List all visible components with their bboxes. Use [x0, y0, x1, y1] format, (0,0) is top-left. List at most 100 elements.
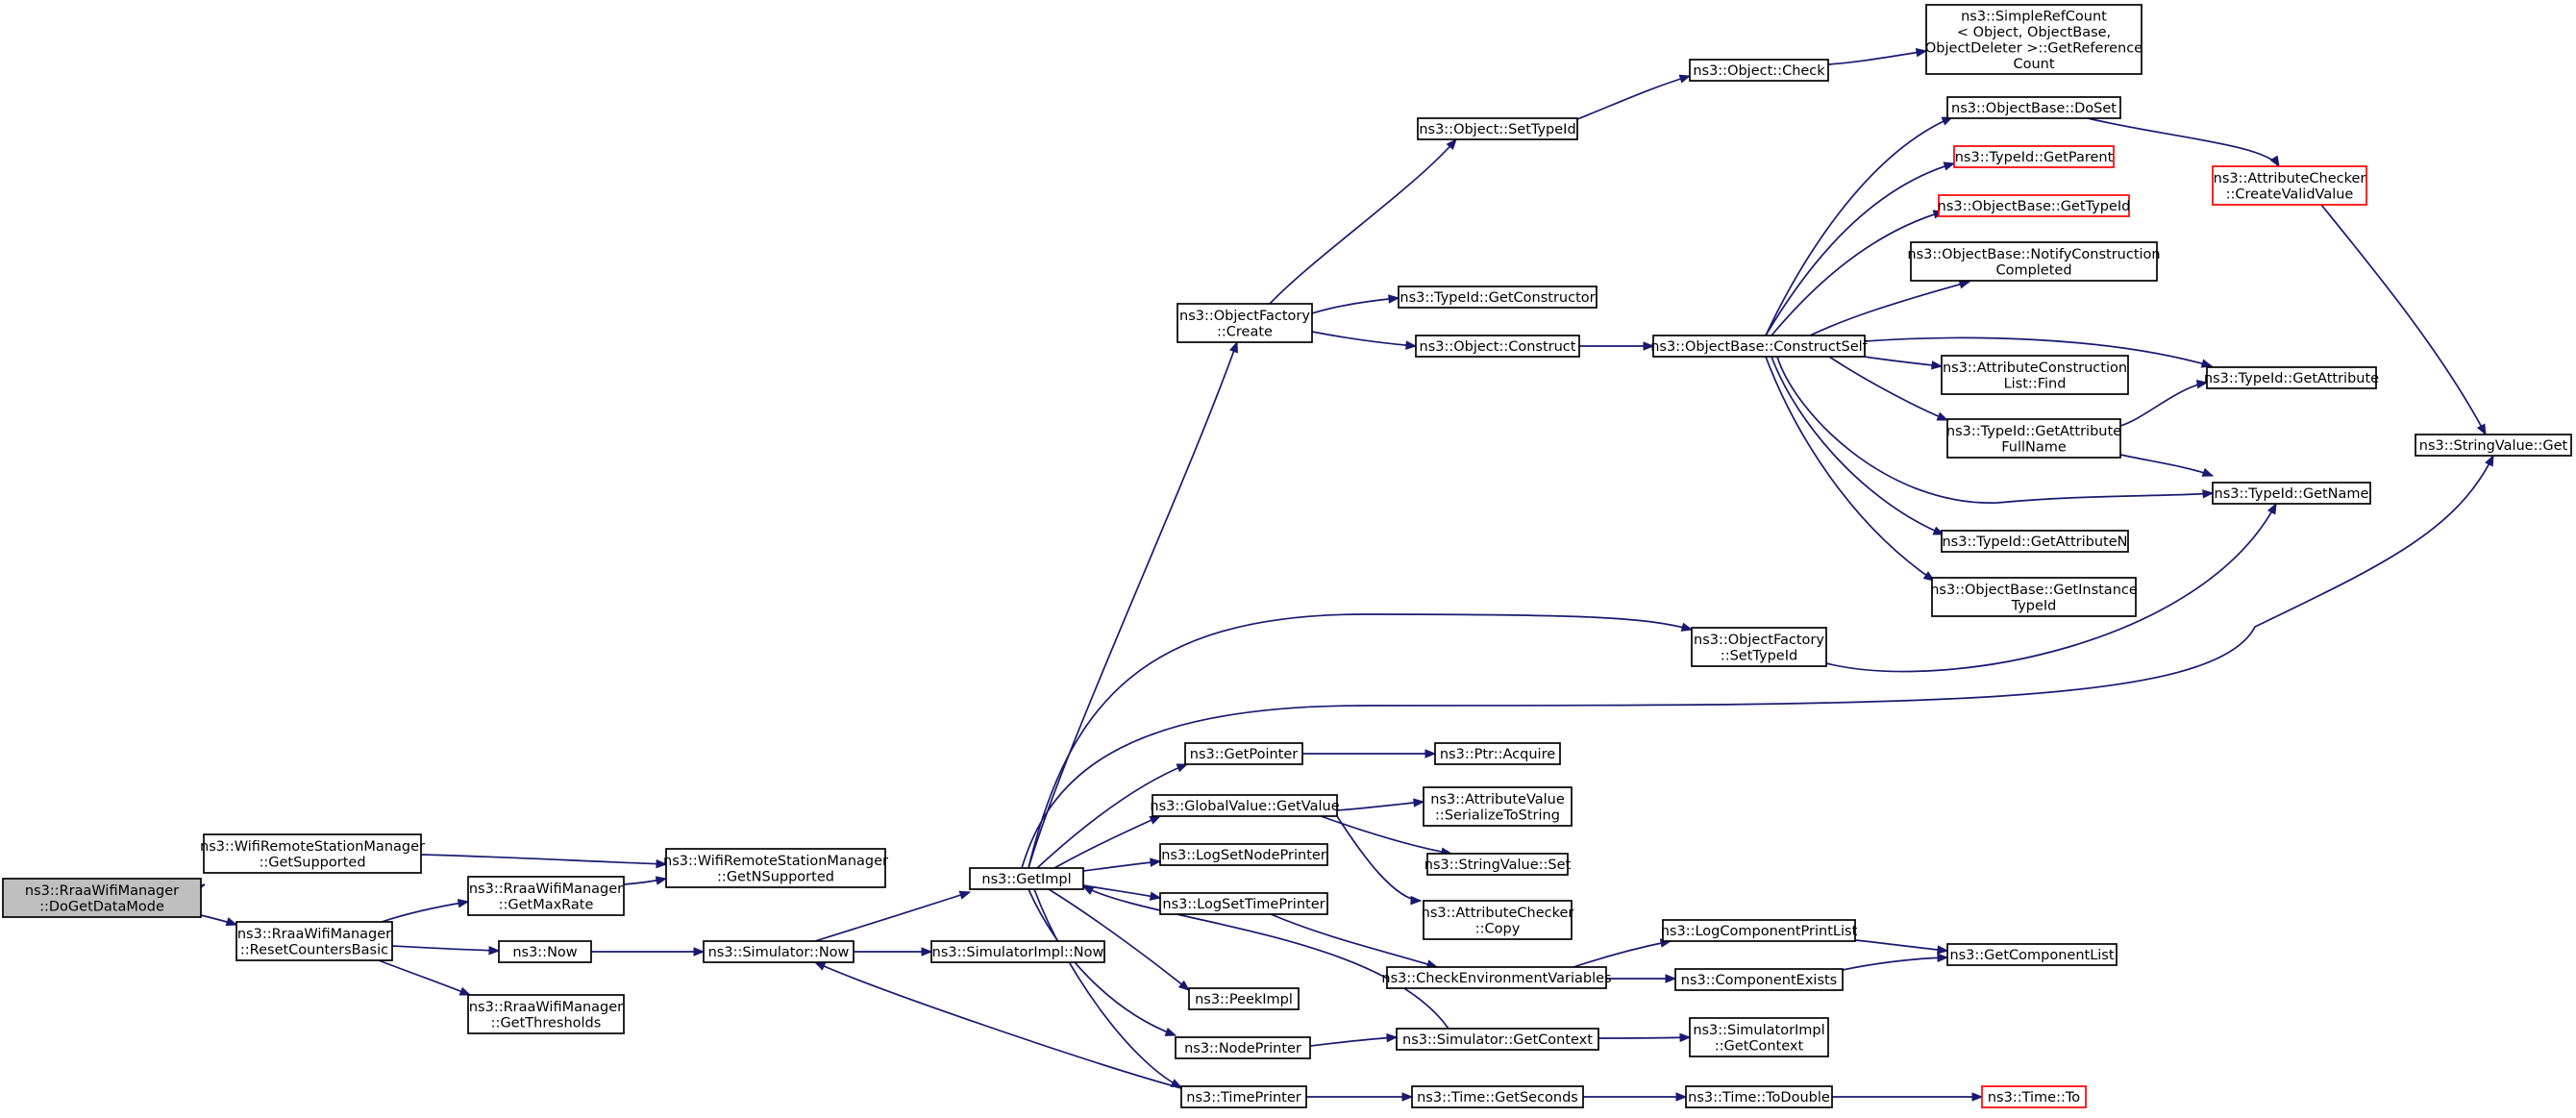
edge-gvgetvalue-to-accopy	[1336, 815, 1423, 906]
node-simplerefcount[interactable]: ns3::SimpleRefCount< Object, ObjectBase,…	[1925, 4, 2143, 75]
node-objcheck[interactable]: ns3::Object::Check	[1689, 59, 1829, 82]
node-timetodouble[interactable]: ns3::Time::ToDouble	[1685, 1085, 1833, 1108]
node-getpointer[interactable]: ns3::GetPointer	[1184, 742, 1303, 765]
node-label: ns3::Simulator::Now	[708, 945, 850, 960]
edge-getimpl-to-ofcreate	[1028, 340, 1238, 869]
edge-timeprinter-to-timegetsec	[1305, 1092, 1414, 1102]
node-simgetctx[interactable]: ns3::Simulator::GetContext	[1396, 1028, 1599, 1051]
node-timegetsec[interactable]: ns3::Time::GetSeconds	[1411, 1085, 1584, 1108]
edge-accreatevalid-to-svget	[2320, 204, 2487, 436]
edge-arrowhead	[2266, 502, 2277, 515]
node-accopy[interactable]: ns3::AttributeChecker::Copy	[1422, 900, 1574, 940]
edge-line	[1864, 336, 2213, 367]
node-objsettypeid[interactable]: ns3::Object::SetTypeId	[1417, 117, 1578, 140]
node-nodeprinter[interactable]: ns3::NodePrinter	[1175, 1036, 1311, 1059]
node-compexists[interactable]: ns3::ComponentExists	[1674, 968, 1844, 991]
node-checkenv[interactable]: ns3::CheckEnvironmentVariables	[1381, 966, 1612, 989]
node-ofcreate[interactable]: ns3::ObjectFactory::Create	[1177, 303, 1313, 343]
edge-line	[1028, 341, 1238, 869]
edge-arrowhead	[1931, 360, 1944, 370]
node-simimplnow[interactable]: ns3::SimulatorImpl::Now	[930, 940, 1105, 963]
node-box	[2212, 482, 2371, 505]
node-logsettime[interactable]: ns3::LogSetTimePrinter	[1159, 892, 1328, 915]
node-now[interactable]: ns3::Now	[498, 940, 592, 963]
node-getsupported[interactable]: ns3::WifiRemoteStationManager::GetSuppor…	[200, 833, 425, 874]
node-box	[498, 940, 592, 963]
node-label: ns3::RraaWifiManager	[237, 927, 391, 942]
edge-arrowhead	[1081, 885, 1095, 896]
node-simimplgetctx[interactable]: ns3::SimulatorImpl::GetContext	[1689, 1017, 1829, 1057]
edge-arrowhead	[1675, 1092, 1688, 1102]
edge-line	[1270, 913, 1438, 968]
node-box	[1674, 968, 1844, 991]
edge-arrowhead	[1937, 945, 1949, 955]
node-box	[1685, 1085, 1833, 1108]
node-label: ::SerializeToString	[1435, 807, 1560, 823]
node-dogetdatamode[interactable]: ns3::RraaWifiManager::DoGetDataMode	[2, 878, 202, 918]
node-getnsupported[interactable]: ns3::WifiRemoteStationManager::GetNSuppo…	[663, 848, 888, 888]
node-timeprinter[interactable]: ns3::TimePrinter	[1180, 1085, 1307, 1108]
node-box	[1417, 117, 1578, 140]
node-resetcounters[interactable]: ns3::RraaWifiManager::ResetCountersBasic	[235, 921, 393, 961]
node-accreatevalid[interactable]: ns3::AttributeChecker::CreateValidValue	[2212, 165, 2367, 206]
node-ptracquire[interactable]: ns3::Ptr::Acquire	[1434, 742, 1561, 765]
node-svset[interactable]: ns3::StringValue::Set	[1424, 853, 1572, 876]
edge-arrowhead	[1413, 798, 1425, 807]
edge-logsettime-to-checkenv	[1270, 913, 1439, 969]
node-logsetnode[interactable]: ns3::LogSetNodePrinter	[1159, 843, 1328, 866]
node-box	[665, 848, 886, 888]
edge-line	[1825, 503, 2277, 673]
node-obgettypeid[interactable]: ns3::ObjectBase::GetTypeId	[1938, 194, 2131, 217]
node-ofsettypeid[interactable]: ns3::ObjectFactory::SetTypeId	[1691, 627, 1827, 667]
node-obconstructself[interactable]: ns3::ObjectBase::ConstructSelf	[1650, 335, 1869, 358]
edge-tidgetattrfull-to-tidgetname	[2119, 454, 2215, 477]
edge-line	[2119, 454, 2214, 477]
node-getthresholds[interactable]: ns3::RraaWifiManager::GetThresholds	[467, 994, 625, 1034]
edge-getpointer-to-ptracquire	[1302, 749, 1437, 758]
node-box	[1152, 794, 1338, 817]
node-svget[interactable]: ns3::StringValue::Get	[2415, 434, 2572, 457]
node-objconstruct[interactable]: ns3::Object::Construct	[1415, 335, 1580, 358]
node-getcomplist[interactable]: ns3::GetComponentList	[1946, 943, 2118, 966]
node-label: ns3::TypeId::GetAttribute	[2204, 371, 2379, 386]
edge-arrowhead	[1943, 161, 1956, 171]
node-simnow[interactable]: ns3::Simulator::Now	[703, 940, 855, 963]
node-box	[203, 833, 422, 874]
node-avserialize[interactable]: ns3::AttributeValue::SerializeToString	[1423, 786, 1573, 827]
node-tidgetctor[interactable]: ns3::TypeId::GetConstructor	[1398, 286, 1598, 309]
nodes-layer: ns3::RraaWifiManager::DoGetDataModens3::…	[2, 4, 2572, 1108]
node-label: ns3::SimulatorImpl::Now	[932, 945, 1104, 960]
edge-getimpl-to-logsetnode	[1082, 857, 1162, 872]
edge-line	[1021, 455, 2494, 869]
node-gvgetvalue[interactable]: ns3::GlobalValue::GetValue	[1150, 794, 1340, 817]
node-box	[1981, 1085, 2087, 1108]
node-tidgetattr[interactable]: ns3::TypeId::GetAttribute	[2204, 366, 2379, 389]
node-box	[703, 940, 855, 963]
node-tidgetattrn[interactable]: ns3::TypeId::GetAttributeN	[1941, 530, 2129, 553]
node-label: ns3::Object::SetTypeId	[1419, 122, 1575, 137]
node-obnotify[interactable]: ns3::ObjectBase::NotifyConstructionCompl…	[1907, 241, 2161, 282]
node-label: ns3::TypeId::GetAttributeN	[1942, 534, 2127, 550]
edge-line	[1269, 138, 1457, 305]
node-logcompprint[interactable]: ns3::LogComponentPrintList	[1661, 919, 1858, 942]
node-getimpl[interactable]: ns3::GetImpl	[969, 867, 1084, 890]
node-tidgetparent[interactable]: ns3::TypeId::GetParent	[1953, 145, 2115, 168]
edge-timeprinter-to-simnow	[813, 961, 1182, 1089]
edge-line	[1576, 75, 1691, 120]
edge-getimpl-to-gvgetvalue	[1053, 815, 1162, 869]
node-box	[1398, 286, 1598, 309]
node-peekimpl[interactable]: ns3::PeekImpl	[1188, 987, 1300, 1010]
edge-tidgetattrfull-to-tidgetattr	[2119, 379, 2209, 427]
node-tidgetname[interactable]: ns3::TypeId::GetName	[2212, 482, 2371, 505]
node-obdoset[interactable]: ns3::ObjectBase::DoSet	[1946, 96, 2121, 119]
node-getmaxrate[interactable]: ns3::RraaWifiManager::GetMaxRate	[467, 876, 625, 916]
node-box	[1931, 577, 2137, 617]
node-timeto[interactable]: ns3::Time::To	[1981, 1085, 2087, 1108]
node-label: ns3::TimePrinter	[1186, 1090, 1301, 1106]
edge-arrowhead	[225, 917, 238, 927]
edge-arrowhead	[2201, 467, 2215, 477]
node-label: ns3::StringValue::Set	[1424, 857, 1572, 873]
